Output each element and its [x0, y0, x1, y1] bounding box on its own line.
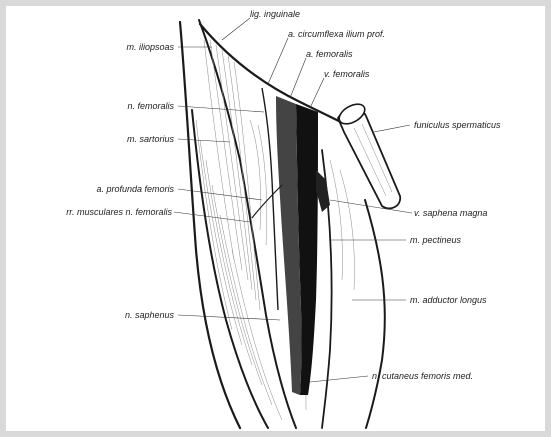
femoral-nerve — [262, 88, 278, 310]
label-m-iliopsoas: m. iliopsoas — [126, 42, 174, 52]
label-funiculus: funiculus spermaticus — [414, 120, 501, 130]
profunda-branch — [252, 185, 282, 218]
label-n-femoralis: n. femoralis — [127, 101, 174, 111]
label-m-adductor: m. adductor longus — [410, 295, 487, 305]
label-m-pectineus: m. pectineus — [410, 235, 462, 245]
label-lig-inguinale: lig. inguinale — [250, 9, 300, 19]
label-v-femoralis: v. femoralis — [324, 69, 370, 79]
label-v-saphena: v. saphena magna — [414, 208, 487, 218]
label-a-circumflexa: a. circumflexa ilium prof. — [288, 29, 385, 39]
saphena-branch — [316, 170, 330, 212]
label-a-profunda: a. profunda femoris — [96, 184, 174, 194]
label-m-sartorius: m. sartorius — [127, 134, 175, 144]
label-a-femoralis: a. femoralis — [306, 49, 353, 59]
label-n-cutaneus: n. cutaneus femoris med. — [372, 371, 473, 381]
label-n-saphenus: n. saphenus — [125, 310, 175, 320]
label-nn-musculares: rr. musculares n. femoralis — [66, 207, 172, 217]
spermatic-cord — [336, 100, 400, 208]
